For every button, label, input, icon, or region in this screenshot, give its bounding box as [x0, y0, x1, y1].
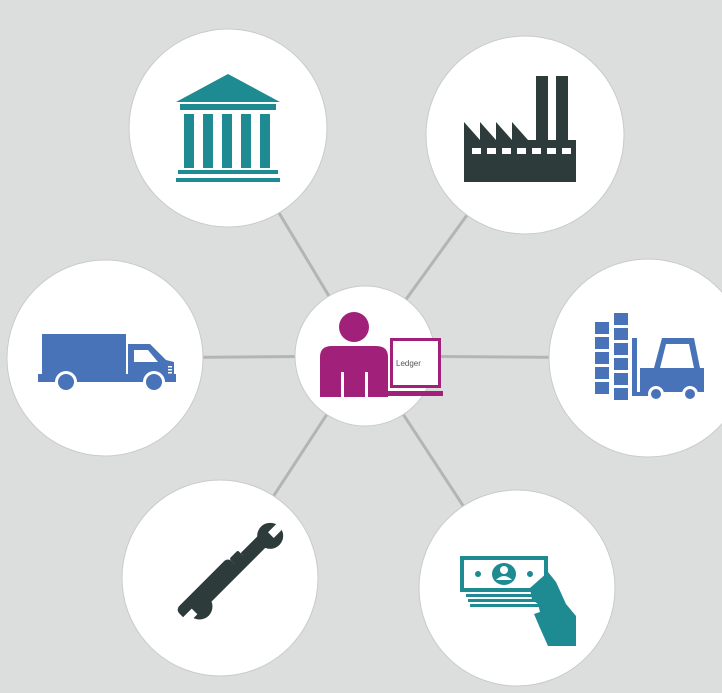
forklift-boxes-icon — [595, 313, 704, 400]
node-bank — [128, 28, 328, 228]
person-at-laptop-icon: Ledger — [320, 312, 443, 397]
node-tools — [121, 479, 319, 677]
node-factory — [425, 35, 625, 235]
delivery-truck-icon — [38, 334, 176, 382]
factory-icon — [464, 76, 576, 182]
hand-with-money-icon — [460, 556, 576, 646]
node-warehouse — [548, 258, 722, 458]
laptop-screen-label: Ledger — [396, 359, 421, 368]
node-payment — [418, 489, 616, 687]
bank-building-icon — [176, 74, 280, 182]
node-center: Ledger — [294, 285, 443, 427]
node-truck — [6, 259, 204, 457]
screwdriver-wrench-icon — [177, 522, 284, 625]
